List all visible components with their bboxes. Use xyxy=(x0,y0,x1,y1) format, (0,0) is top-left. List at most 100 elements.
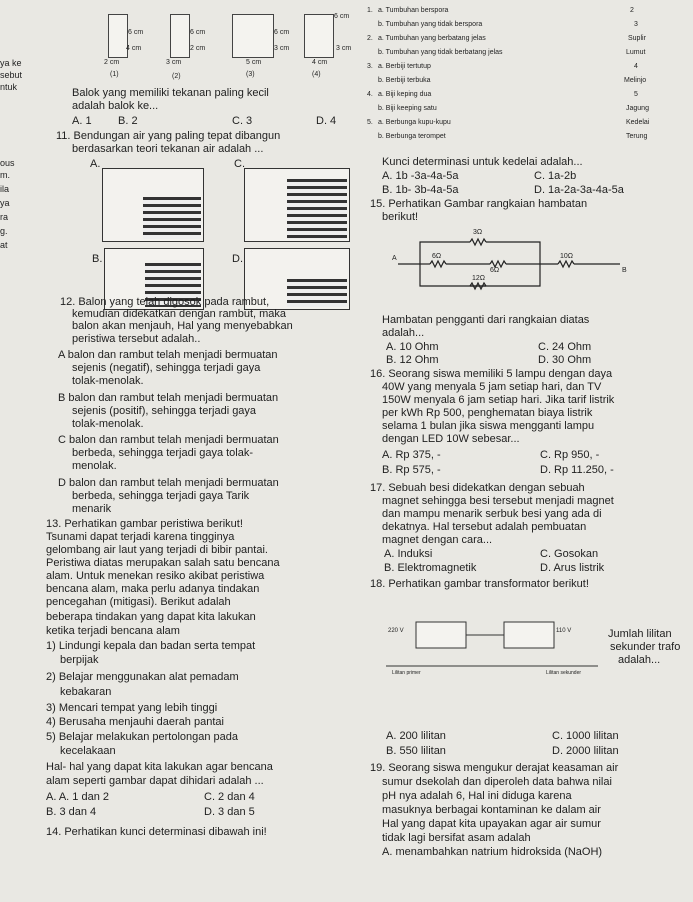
q17-text: magnet sehingga besi tersebut menjadi ma… xyxy=(382,495,614,507)
resistor-6b xyxy=(489,259,507,269)
water-icon xyxy=(143,197,201,239)
q16-option[interactable]: C. Rp 950, - xyxy=(540,449,600,461)
cube-label: (1) xyxy=(110,71,119,78)
q12-option-a[interactable]: A balon dan rambut telah menjadi bermuat… xyxy=(58,349,278,361)
key-target: Lumut xyxy=(626,49,646,56)
q13-option[interactable]: A. A. 1 dan 2 xyxy=(46,791,109,803)
q17-option[interactable]: A. Induksi xyxy=(384,548,433,560)
dim-label: 6 cm xyxy=(190,29,206,36)
q15-option[interactable]: B. 12 Ohm xyxy=(386,354,439,366)
dim-label: 6 cm xyxy=(128,29,144,36)
circuit-label: 6Ω xyxy=(432,253,441,260)
q11-label: B. xyxy=(92,253,103,265)
q16-option[interactable]: B. Rp 575, - xyxy=(382,464,441,476)
q16-text: 150W menyala 6 jam setiap hari. Jika tar… xyxy=(382,394,615,406)
edge-text: ila xyxy=(0,184,10,194)
dam-figure-a[interactable] xyxy=(102,168,204,242)
q15-option[interactable]: A. 10 Ohm xyxy=(386,341,439,353)
q18-option[interactable]: C. 1000 lilitan xyxy=(552,730,619,742)
q10-option[interactable]: B. 2 xyxy=(118,115,138,127)
key-text: b. Biji keeping satu xyxy=(378,105,437,112)
secondary-coil xyxy=(503,621,555,649)
key-text: a. Berbunga kupu-kupu xyxy=(378,119,451,126)
q12-option-b: sejenis (positif), sehingga terjadi gaya xyxy=(72,405,257,417)
key-target: 2 xyxy=(630,7,634,14)
q19-option[interactable]: A. menambahkan natrium hidroksida (NaOH) xyxy=(382,846,603,858)
q17-option[interactable]: B. Elektromagnetik xyxy=(384,562,477,574)
key-text: a. Biji keping dua xyxy=(378,91,432,98)
key-option[interactable]: C. 1a-2b xyxy=(534,170,577,182)
dim-label: 6 cm xyxy=(334,13,350,20)
q15-text: adalah... xyxy=(382,327,425,339)
q17-option[interactable]: D. Arus listrik xyxy=(540,562,605,574)
q10-option[interactable]: D. 4 xyxy=(316,115,337,127)
key-text: a. Berbiji tertutup xyxy=(378,63,431,70)
q13-option[interactable]: D. 3 dan 5 xyxy=(204,806,255,818)
key-text: a. Tumbuhan berspora xyxy=(378,7,449,14)
q12-option-d: menarik xyxy=(72,503,112,515)
key-target: 4 xyxy=(634,63,638,70)
q12-option-d[interactable]: D balon dan rambut telah menjadi bermuat… xyxy=(58,477,279,489)
key-target: Kedelai xyxy=(626,119,650,126)
dim-label: 4 cm xyxy=(126,45,142,52)
q19-text: pH nya adalah 6, Hal ini diduga karena xyxy=(382,790,572,802)
q16-text: per kWh Rp 500, penghematan biaya listri… xyxy=(382,407,593,419)
q15-option[interactable]: D. 30 Ohm xyxy=(538,354,592,366)
dam-figure-c[interactable] xyxy=(244,168,350,242)
dim-label: 3 cm xyxy=(274,45,290,52)
dam-figure-b[interactable] xyxy=(104,248,204,310)
q12-option-a: tolak-menolak. xyxy=(72,375,144,387)
q12-option-c[interactable]: C balon dan rambut telah menjadi bermuat… xyxy=(58,434,279,446)
resistor-12 xyxy=(469,281,487,291)
q10-option[interactable]: C. 3 xyxy=(232,115,253,127)
q17-text: dan mampu menarik serbuk besi yang ada d… xyxy=(382,508,602,520)
trafo-label: Lilitan sekunder xyxy=(546,670,581,676)
q13-item: Hal- hal yang dapat kita lakukan agar be… xyxy=(46,761,273,773)
primary-coil xyxy=(415,621,467,649)
dim-label: 3 cm xyxy=(166,59,182,66)
q15-option[interactable]: C. 24 Ohm xyxy=(538,341,592,353)
resistor-3 xyxy=(469,237,487,247)
key-option[interactable]: A. 1b -3a-4a-5a xyxy=(382,170,459,182)
q13-text: gelombang air laut yang terjadi di bibir… xyxy=(46,544,268,556)
circuit-label: 3Ω xyxy=(473,229,482,236)
q18-option[interactable]: B. 550 lilitan xyxy=(386,745,446,757)
q10-option[interactable]: A. 1 xyxy=(72,115,92,127)
edge-text: at xyxy=(0,240,8,250)
q18-option[interactable]: D. 2000 lilitan xyxy=(552,745,619,757)
q15-text: Hambatan pengganti dari rangkaian diatas xyxy=(382,314,590,326)
q16-text: dengan LED 10W sebesar... xyxy=(382,433,520,445)
key-target: 3 xyxy=(634,21,638,28)
key-text: b. Tumbuhan yang tidak berbatang jelas xyxy=(378,49,503,56)
q19-text: tidak lagi bersifat asam adalah xyxy=(382,832,531,844)
q16-text: 16. Seorang siswa memiliki 5 lampu denga… xyxy=(370,368,613,380)
cube-4 xyxy=(304,14,334,58)
circuit-label: B xyxy=(622,267,627,274)
key-option[interactable]: B. 1b- 3b-4a-5a xyxy=(382,184,459,196)
q10-text: Balok yang memiliki tekanan paling kecil xyxy=(72,87,269,99)
q17-option[interactable]: C. Gosokan xyxy=(540,548,599,560)
key-target: Jagung xyxy=(626,105,649,112)
trafo-label: 220 V xyxy=(388,628,404,634)
key-text: a. Tumbuhan yang berbatang jelas xyxy=(378,35,486,42)
q11-text: 11. Bendungan air yang paling tepat diba… xyxy=(56,130,281,142)
cube-2 xyxy=(170,14,190,58)
q12-text: kemudian didekatkan dengan rambut, maka xyxy=(72,308,287,320)
q16-option[interactable]: A. Rp 375, - xyxy=(382,449,441,461)
dam-figure-d[interactable] xyxy=(244,248,350,310)
q12-option-b[interactable]: B balon dan rambut telah menjadi bermuat… xyxy=(58,392,279,404)
q10-text: adalah balok ke... xyxy=(72,100,159,112)
key-num: 3. xyxy=(367,63,373,70)
q12-option-a: sejenis (negatif), sehingga terjadi gaya xyxy=(72,362,261,374)
q18-option[interactable]: A. 200 lilitan xyxy=(386,730,446,742)
edge-text: ya xyxy=(0,198,10,208)
resistor-10 xyxy=(557,259,575,269)
q13-option[interactable]: C. 2 dan 4 xyxy=(204,791,255,803)
q13-option[interactable]: B. 3 dan 4 xyxy=(46,806,97,818)
q16-option[interactable]: D. Rp 11.250, - xyxy=(540,464,614,476)
circuit-label: A xyxy=(392,255,397,262)
q14-text: 14. Perhatikan kunci determinasi dibawah… xyxy=(46,826,267,838)
key-option[interactable]: D. 1a-2a-3a-4a-5a xyxy=(534,184,624,196)
q18-side: sekunder trafo xyxy=(610,641,681,653)
q13-item: 2) Belajar menggunakan alat pemadam xyxy=(46,671,239,683)
